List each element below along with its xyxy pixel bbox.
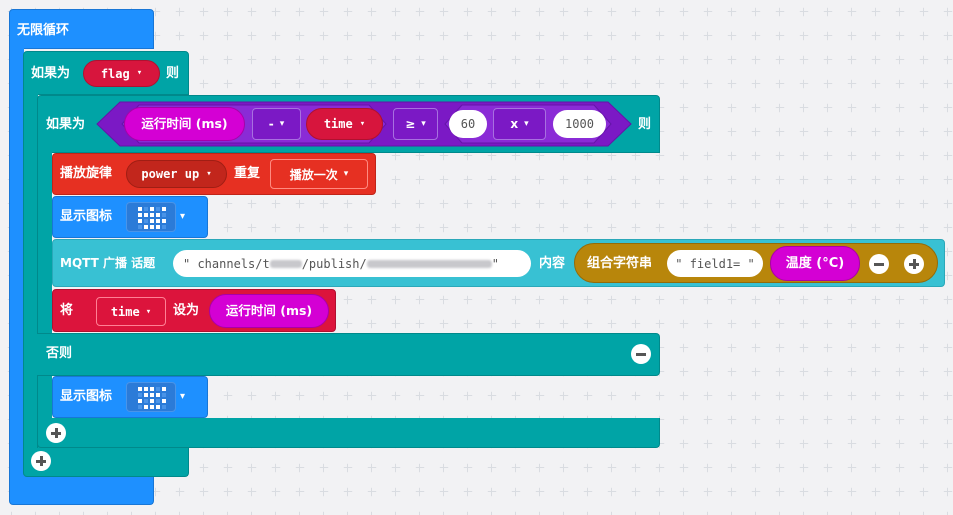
chevron-down-icon: ▾: [136, 68, 143, 78]
if-inner-body: [37, 152, 52, 448]
temperature-block[interactable]: 温度 (°C): [770, 246, 860, 281]
plus-circle-icon[interactable]: [31, 451, 51, 471]
chevron-down-icon: ▾: [343, 169, 349, 179]
content-label: 内容: [539, 256, 566, 271]
chevron-down-icon[interactable]: ▾: [180, 211, 186, 222]
melody-value: power up: [141, 167, 200, 181]
time-variable-dropdown[interactable]: time ▾: [96, 297, 166, 326]
repeat-label: 重复: [234, 166, 261, 181]
minus-circle-icon[interactable]: [631, 344, 651, 364]
else-label: 否则: [46, 346, 73, 361]
if-outer-body: [23, 94, 38, 450]
chevron-down-icon: ▾: [421, 119, 426, 129]
if-inner-label: 如果为: [46, 117, 86, 132]
mqtt-publish-label: MQTT 广播 话题: [60, 256, 156, 270]
runtime-label: 运行时间 (ms): [225, 302, 313, 318]
chevron-down-icon: ▾: [524, 119, 529, 129]
show-icon-label: 显示图标: [60, 389, 113, 404]
compare-operator-dropdown[interactable]: ≥ ▾: [393, 108, 438, 140]
join-text-input[interactable]: " field1= ": [667, 250, 763, 277]
flag-variable-dropdown[interactable]: flag ▾: [83, 60, 160, 87]
runtime-block[interactable]: 运行时间 (ms): [209, 294, 329, 328]
number-input-b[interactable]: 1000: [553, 110, 606, 138]
topic-suffix: ": [491, 256, 499, 271]
if-outer-label: 如果为: [31, 66, 71, 81]
show-icon-label: 显示图标: [60, 209, 113, 224]
set-label: 将: [60, 303, 74, 318]
plus-circle-icon[interactable]: [904, 254, 924, 274]
join-text-value: " field1= ": [675, 256, 755, 271]
set-to-label: 设为: [173, 303, 200, 318]
temperature-label: 温度 (°C): [785, 256, 845, 271]
melody-dropdown[interactable]: power up ▾: [126, 160, 227, 188]
time-variable-label: time: [323, 117, 353, 131]
chevron-down-icon: ▾: [206, 168, 212, 179]
minus-operator-label: -: [268, 117, 274, 131]
set-variable-name: time: [110, 304, 140, 319]
flag-variable-label: flag: [100, 66, 130, 81]
join-label: 组合字符串: [587, 255, 653, 271]
if-inner-then-label: 则: [638, 117, 652, 132]
redacted-text: [269, 259, 302, 268]
repeat-mode-dropdown[interactable]: 播放一次 ▾: [270, 159, 368, 189]
number-b-value: 1000: [565, 117, 594, 131]
if-inner-foot: [37, 418, 660, 448]
runtime-block[interactable]: 运行时间 (ms): [124, 107, 245, 141]
topic-prefix: " channels/t: [183, 256, 270, 271]
plus-circle-icon[interactable]: [46, 423, 66, 443]
compare-operator-label: ≥: [405, 117, 416, 131]
if-outer-then-label: 则: [166, 66, 180, 81]
chevron-down-icon: ▾: [145, 306, 152, 317]
number-a-value: 60: [460, 117, 476, 131]
times-operator-dropdown[interactable]: x ▾: [493, 108, 546, 140]
topic-mid: /publish/: [301, 256, 367, 271]
chevron-down-icon: ▾: [359, 118, 366, 129]
runtime-label: 运行时间 (ms): [141, 115, 228, 131]
minus-circle-icon[interactable]: [869, 254, 889, 274]
redacted-text: [366, 259, 492, 268]
forever-block-foot: [9, 476, 154, 505]
times-operator-label: x: [510, 117, 519, 131]
forever-block[interactable]: [9, 9, 154, 49]
repeat-mode-value: 播放一次: [289, 167, 338, 182]
topic-input[interactable]: " channels/t /publish/ ": [173, 250, 531, 277]
forever-block-body: [9, 48, 24, 480]
minus-operator-dropdown[interactable]: - ▾: [252, 108, 301, 140]
time-variable-dropdown[interactable]: time ▾: [306, 108, 383, 140]
else-row: [37, 333, 660, 376]
chevron-down-icon: ▾: [279, 119, 285, 129]
face-icon[interactable]: [126, 382, 176, 412]
forever-label: 无限循环: [17, 23, 70, 38]
chevron-down-icon[interactable]: ▾: [180, 391, 186, 402]
number-input-a[interactable]: 60: [449, 110, 487, 138]
play-melody-label: 播放旋律: [60, 166, 113, 181]
face-icon[interactable]: [126, 202, 176, 232]
